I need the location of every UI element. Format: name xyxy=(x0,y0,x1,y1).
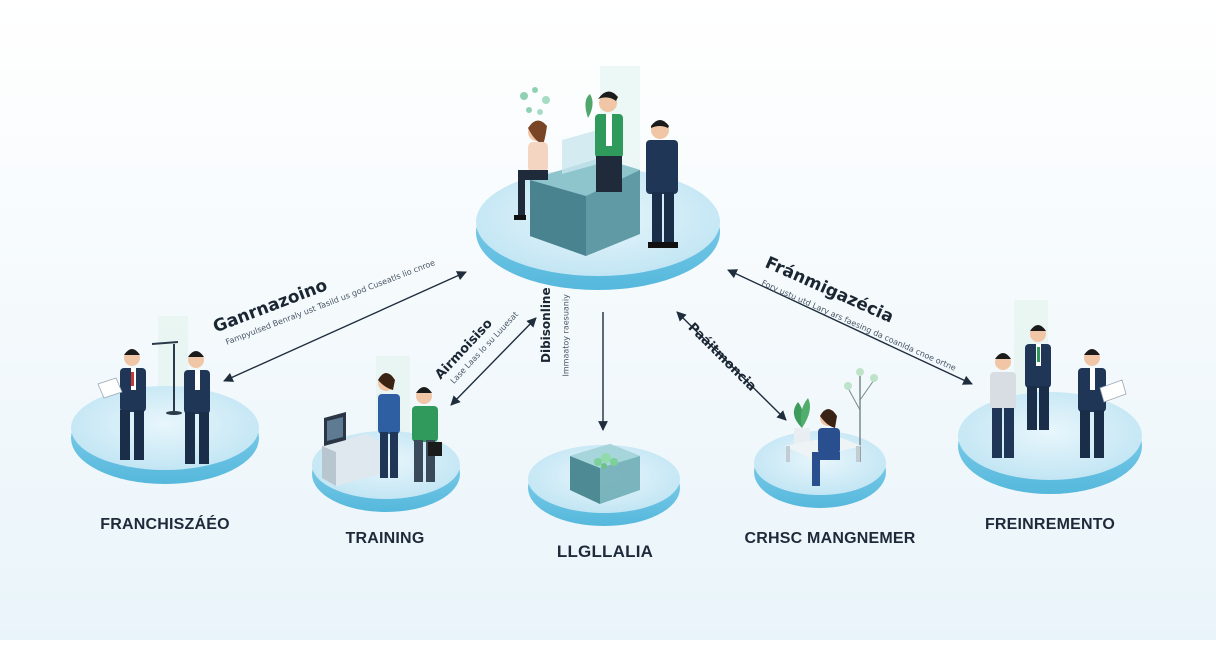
computer-desk xyxy=(322,412,380,486)
person-manager xyxy=(812,409,840,486)
node-label-training: TRAINING xyxy=(345,530,425,547)
person-employee-3 xyxy=(1078,349,1127,458)
edges xyxy=(223,269,973,431)
plant-icon-potted xyxy=(793,398,810,446)
platform-llgllalia xyxy=(528,444,680,526)
person-franchisor xyxy=(184,351,210,464)
platform-freinremento xyxy=(958,300,1142,494)
platform-franchiszaeo xyxy=(71,316,259,484)
edge-center-training xyxy=(450,317,537,406)
node-label-llgllalia: LLGLLALIA xyxy=(556,542,654,561)
person-desk-agent xyxy=(595,91,623,192)
person-trainee xyxy=(412,387,442,482)
edge-center-freinremento xyxy=(727,269,973,385)
person-seated-woman xyxy=(514,120,548,220)
node-label-franchiszaeo: FRANCHISZÁÉO xyxy=(100,516,230,533)
plant-icon xyxy=(520,87,593,118)
node-label-crhsc: CRHSC MANGNEMER xyxy=(744,530,916,547)
node-label-freinremento: FREINREMENTO xyxy=(984,516,1116,533)
platform-center xyxy=(476,66,720,290)
person-employee-1 xyxy=(990,353,1016,458)
edge-middle-title: Dibisonline xyxy=(539,287,553,363)
platform-crhsc xyxy=(754,368,886,508)
person-trainer xyxy=(378,373,400,478)
document-box-icon xyxy=(570,444,640,504)
person-standing-visitor xyxy=(646,120,678,248)
platform-training xyxy=(312,356,460,512)
person-employee-2 xyxy=(1025,325,1051,430)
edge-middle-subtitle: Immaatoy raesuaniy xyxy=(561,294,571,377)
edge-center-franchiszaeo xyxy=(223,271,467,382)
person-franchisee xyxy=(97,349,146,460)
